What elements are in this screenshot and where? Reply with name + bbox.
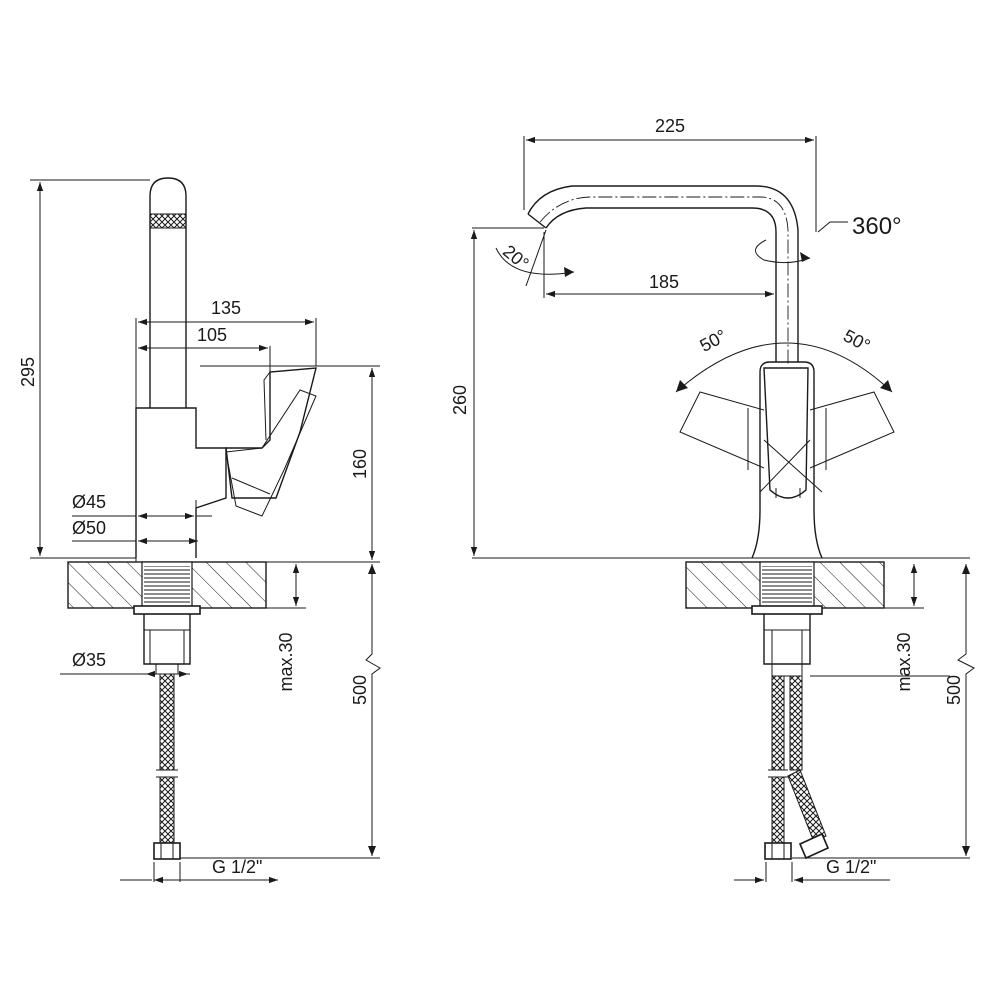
front-body [751,361,823,559]
side-nut-bottom [155,664,179,675]
front-rotation-arc [755,239,811,264]
dim-line-500-front [957,564,975,856]
side-hose-upper [159,673,175,771]
front-lever-angle-arc [675,342,893,393]
text-20: 20° [499,241,533,274]
text-500-front: 500 [944,675,964,705]
front-spout-tip [527,213,547,229]
front-spout [527,185,799,362]
front-hose-nut-right [798,832,830,860]
front-hose-nut-left-flats [771,843,785,859]
text-max30: max.30 [276,632,296,691]
text-360: 360° [852,213,902,240]
front-nut [763,614,811,665]
side-spout [149,177,187,408]
front-lever-ghost-cross [759,439,823,493]
text-105: 105 [197,325,227,345]
text-thread-front: G 1/2" [826,857,876,877]
dim-line-20-leg [525,229,547,287]
side-washer [133,605,201,615]
text-185: 185 [649,272,679,292]
front-hose-right-lower [787,769,827,843]
text-50-left: 50° [696,325,729,355]
front-hose-left-lower [771,776,785,844]
text-135: 135 [211,298,241,318]
front-hose-break-left [768,769,788,778]
side-lever-edge [263,371,271,441]
front-extension-lines [472,136,970,882]
side-shank-thread [144,566,190,606]
text-max30-front: max.30 [894,632,914,691]
front-lever-marks [775,488,801,498]
front-hose-left-upper [771,675,785,771]
side-lever-ghost [225,389,317,517]
front-hose-nut-left [764,842,792,860]
dim-arrow-20 [564,267,574,277]
front-lever [763,367,809,499]
side-hose-break [156,769,178,778]
text-225: 225 [655,116,685,136]
side-nut [143,614,191,665]
text-d35: Ø35 [72,650,106,670]
text-295: 295 [18,357,38,387]
dim-line-20-arc [495,247,575,275]
side-hose-nut [153,842,181,860]
front-shank-thread [762,566,812,606]
text-260: 260 [450,385,470,415]
side-view: 295 135 105 160 Ø45 Ø50 Ø35 max.30 500 G… [18,177,381,882]
text-50-right: 50° [840,325,873,355]
side-hose-nut-flats [160,843,174,859]
front-body-ghost [747,408,827,470]
front-rotation-arrowhead [800,252,810,262]
front-hose-right-upper [789,675,803,771]
front-lever-ghost-left [679,391,765,469]
side-nut-flats [144,629,190,664]
text-thread: G 1/2" [212,857,262,877]
side-extension-lines [30,179,380,882]
front-washer [751,605,823,615]
dim-line-500 [365,564,381,856]
text-160: 160 [350,449,370,479]
side-lever-ghost-line [231,477,271,495]
text-d50: Ø50 [72,518,106,538]
front-view: 225 360° 20° 185 260 50° 50° max.30 500 … [450,116,975,884]
text-d45: Ø45 [72,492,106,512]
front-nut-flats [764,629,810,664]
front-spout-centerline [539,196,789,364]
text-500: 500 [350,675,370,705]
front-rotation-leader [817,221,848,233]
side-lever [225,367,317,499]
front-lever-angle-arrows [676,380,892,392]
front-nut-bottom [771,664,803,677]
side-hose-lower [159,776,175,844]
side-body [135,407,227,558]
front-lever-ghost-right [809,391,895,469]
side-aerator [149,213,187,229]
